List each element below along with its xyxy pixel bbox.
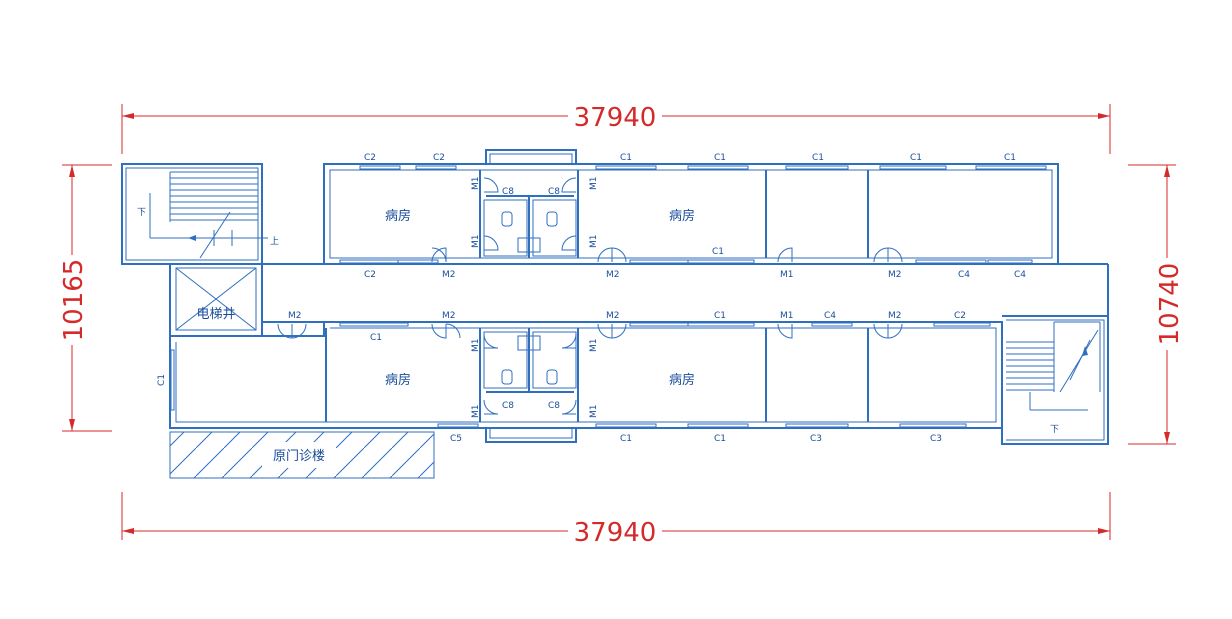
elevator-label: 电梯井: [196, 307, 235, 322]
left-stairwell: 下 上: [121, 163, 279, 265]
dimension-top: 37940: [121, 103, 1111, 154]
label-c1: C1: [712, 247, 724, 257]
label-m2: M2: [288, 311, 302, 321]
elevator-shaft: 电梯井: [169, 263, 263, 337]
label-m2: M2: [606, 311, 620, 321]
label-m2: M2: [888, 270, 902, 280]
ward-label-2: 病房: [669, 208, 695, 224]
label-m1: M1: [589, 339, 599, 353]
label-c4: C4: [958, 270, 970, 280]
bottom-block-wall: [169, 321, 1003, 429]
label-m2: M2: [442, 270, 456, 280]
label-m2: M2: [888, 311, 902, 321]
label-m1: M1: [471, 235, 481, 249]
top-wc-projection: [483, 149, 577, 257]
label-c1: C1: [714, 153, 726, 163]
label-m1: M1: [589, 405, 599, 419]
label-c1: C1: [620, 153, 632, 163]
dimension-bottom: 37940: [121, 492, 1111, 548]
original-outpatient-building: 原门诊楼: [169, 431, 435, 479]
label-c2: C2: [433, 153, 445, 163]
label-m2: M2: [442, 311, 456, 321]
label-c2: C2: [364, 270, 376, 280]
dimension-right: 10740: [1128, 164, 1185, 445]
label-m2: M2: [606, 270, 620, 280]
label-m1: M1: [471, 339, 481, 353]
label-c3: C3: [930, 434, 942, 444]
label-c4: C4: [1014, 270, 1026, 280]
label-m1: M1: [780, 270, 794, 280]
label-c1: C1: [1004, 153, 1016, 163]
ward-label-4: 病房: [669, 372, 695, 388]
label-c8: C8: [502, 401, 514, 411]
label-m1: M1: [471, 405, 481, 419]
stair-up-label: 上: [270, 236, 279, 247]
label-m1: M1: [589, 235, 599, 249]
label-m1: M1: [589, 177, 599, 191]
right-stairwell: 下: [1001, 315, 1109, 445]
label-c4: C4: [824, 311, 836, 321]
dimension-left: 10165: [59, 164, 112, 432]
label-m1: M1: [780, 311, 794, 321]
label-c1: C1: [714, 434, 726, 444]
label-c8: C8: [502, 187, 514, 197]
dimension-bottom-label: 37940: [574, 518, 657, 548]
label-c8: C8: [548, 187, 560, 197]
label-c1: C1: [370, 333, 382, 343]
label-c1: C1: [910, 153, 922, 163]
label-c2: C2: [954, 311, 966, 321]
dimension-left-label: 10165: [59, 259, 89, 342]
stair-down-label: 下: [137, 208, 146, 218]
ward-label-1: 病房: [385, 208, 411, 224]
dimension-top-label: 37940: [574, 103, 657, 133]
label-c3: C3: [810, 434, 822, 444]
label-c8: C8: [548, 401, 560, 411]
dimension-right-label: 10740: [1155, 263, 1185, 346]
label-c2: C2: [364, 153, 376, 163]
bottom-wc-projection: [483, 331, 577, 443]
label-c5: C5: [450, 434, 462, 444]
outpatient-building-label: 原门诊楼: [273, 449, 325, 464]
top-partitions: [479, 170, 869, 258]
right-stair-down-label: 下: [1050, 425, 1059, 435]
label-c1: C1: [157, 374, 167, 386]
top-corridor-wall: [262, 163, 1109, 316]
ward-label-3: 病房: [385, 372, 411, 388]
label-c1: C1: [812, 153, 824, 163]
label-c1: C1: [620, 434, 632, 444]
label-m1: M1: [471, 177, 481, 191]
label-c1: C1: [714, 311, 726, 321]
bottom-partitions: [325, 328, 869, 422]
opening-labels: C2 C2 C1 C1 C1 C1 C1 C8 C8 M1 M1 M1 M1 C…: [157, 153, 1026, 444]
door-swings: [277, 177, 903, 415]
windows: [170, 165, 1047, 428]
